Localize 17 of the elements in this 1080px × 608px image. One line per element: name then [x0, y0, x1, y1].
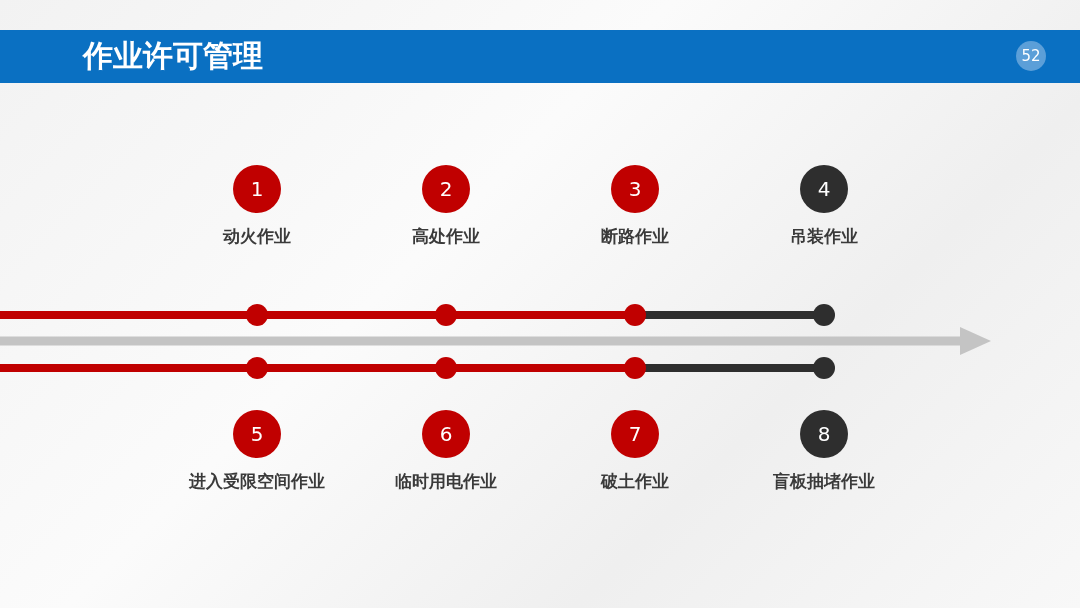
step-label: 临时用电作业: [395, 471, 497, 491]
step-label: 动火作业: [223, 226, 291, 246]
number-circle: 4: [800, 165, 848, 213]
number-circle: 8: [800, 410, 848, 458]
number-circle: 2: [422, 165, 470, 213]
number-circle: 6: [422, 410, 470, 458]
number-circle: 3: [611, 165, 659, 213]
number-circle: 1: [233, 165, 281, 213]
number-circle: 7: [611, 410, 659, 458]
step-label: 高处作业: [412, 226, 480, 246]
step-label: 吊装作业: [790, 226, 858, 246]
step-label: 断路作业: [601, 226, 669, 246]
step-label: 破土作业: [601, 471, 669, 491]
title: 作业许可管理: [83, 37, 263, 75]
step-label: 进入受限空间作业: [189, 471, 325, 491]
step-label: 盲板抽堵作业: [773, 471, 875, 491]
number-circle: 5: [233, 410, 281, 458]
